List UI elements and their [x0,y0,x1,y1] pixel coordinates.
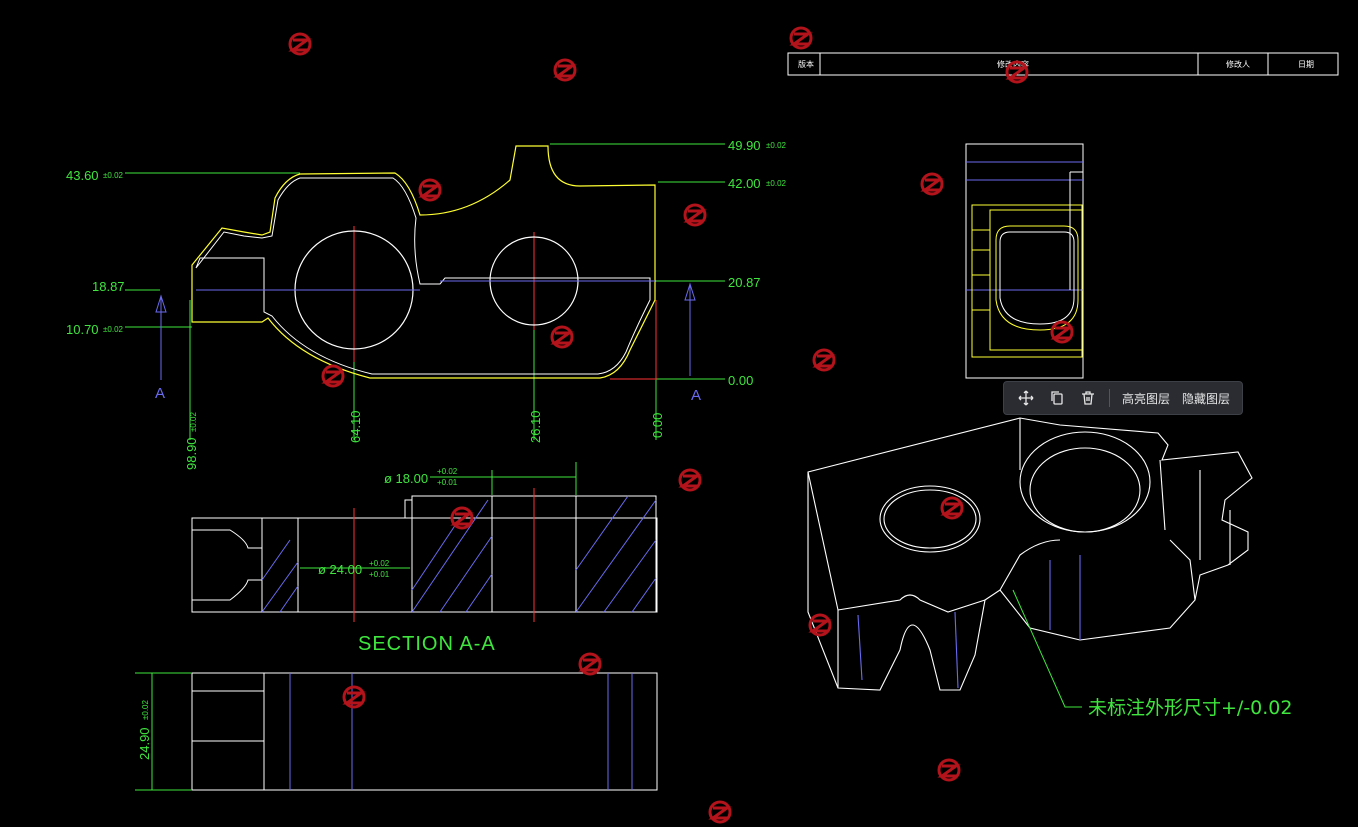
copy-button[interactable] [1041,385,1072,411]
front-view[interactable]: 24.90 ±0.02 [135,672,658,791]
dim-43-60-tol: ±0.02 [103,171,124,180]
table-col-editor: 修改人 [1226,59,1250,69]
watermark-logo [1050,320,1074,344]
watermark-logo [321,364,345,388]
dim-24-90-tol: ±0.02 [141,699,150,720]
table-col-version: 版本 [798,59,814,69]
tolerance-note: 未标注外形尺寸+/-0.02 [1088,697,1292,719]
dim-42-00: 42.00 [728,176,761,191]
dim-phi-18: ø 18.00 [384,471,428,486]
section-view[interactable]: ø 18.00 +0.02 +0.01 ø 24.00 +0.02 +0.01 … [191,462,658,655]
dim-20-87: 20.87 [728,275,761,290]
watermark-logo [678,468,702,492]
dim-42-00-tol: ±0.02 [766,179,787,188]
dim-98-90-tol: ±0.02 [189,411,198,432]
dim-phi-24-upper: +0.02 [369,559,390,568]
move-icon [1018,390,1033,406]
dim-phi-24-lower: +0.01 [369,570,390,579]
revision-table: 版本 修改内容 修改人 日期 [787,52,1339,76]
watermark-logo [789,26,813,50]
section-arrow-label-right: A [691,387,701,404]
watermark-logo [1005,60,1029,84]
watermark-logo [937,758,961,782]
watermark-logo [812,348,836,372]
copy-icon [1050,391,1063,405]
hide-layer-button[interactable]: 隐藏图层 [1181,391,1230,406]
section-label: SECTION A-A [358,633,496,655]
watermark-logo [940,496,964,520]
watermark-logo [920,172,944,196]
watermark-logo [683,203,707,227]
dim-49-90-tol: ±0.02 [766,141,787,150]
dim-phi-18-lower: +0.01 [437,478,458,487]
dim-phi-24: ø 24.00 [318,562,362,577]
watermark-logo [708,800,732,824]
watermark-layer [288,26,1074,824]
highlight-layer-button[interactable]: 高亮图层 [1121,391,1170,406]
table-col-date: 日期 [1298,60,1314,69]
dim-24-90: 24.90 [137,727,152,760]
dim-phi-18-upper: +0.02 [437,467,458,476]
watermark-logo [342,685,366,709]
dim-10-70: 10.70 [66,322,99,337]
watermark-logo [550,325,574,349]
delete-button[interactable] [1072,385,1103,411]
watermark-logo [808,613,832,637]
top-view[interactable]: A A 43.60 ±0.02 49.90 ±0.02 42.00 ±0.02 … [66,138,787,470]
watermark-logo [288,32,312,56]
dim-0-00-right: 0.00 [728,373,753,388]
dim-0-00-bottom: 0.00 [650,413,665,438]
dim-64-10: 64.10 [348,410,363,443]
dim-43-60: 43.60 [66,168,99,183]
move-button[interactable] [1010,385,1041,411]
watermark-logo [450,506,474,530]
layer-toolbar: 高亮图层 隐藏图层 [1003,381,1243,415]
dim-26-10: 26.10 [528,410,543,443]
dim-10-70-tol: ±0.02 [103,325,124,334]
dim-18-87: 18.87 [92,279,125,294]
watermark-logo [418,178,442,202]
trash-icon [1081,391,1094,405]
dim-49-90: 49.90 [728,138,761,153]
watermark-logo [553,58,577,82]
watermark-logo [578,652,602,676]
dim-98-90: 98.90 [184,437,199,470]
isometric-view[interactable] [807,417,1253,691]
side-view[interactable] [965,143,1084,379]
section-arrow-label-left: A [155,385,165,402]
toolbar-divider [1109,389,1110,407]
